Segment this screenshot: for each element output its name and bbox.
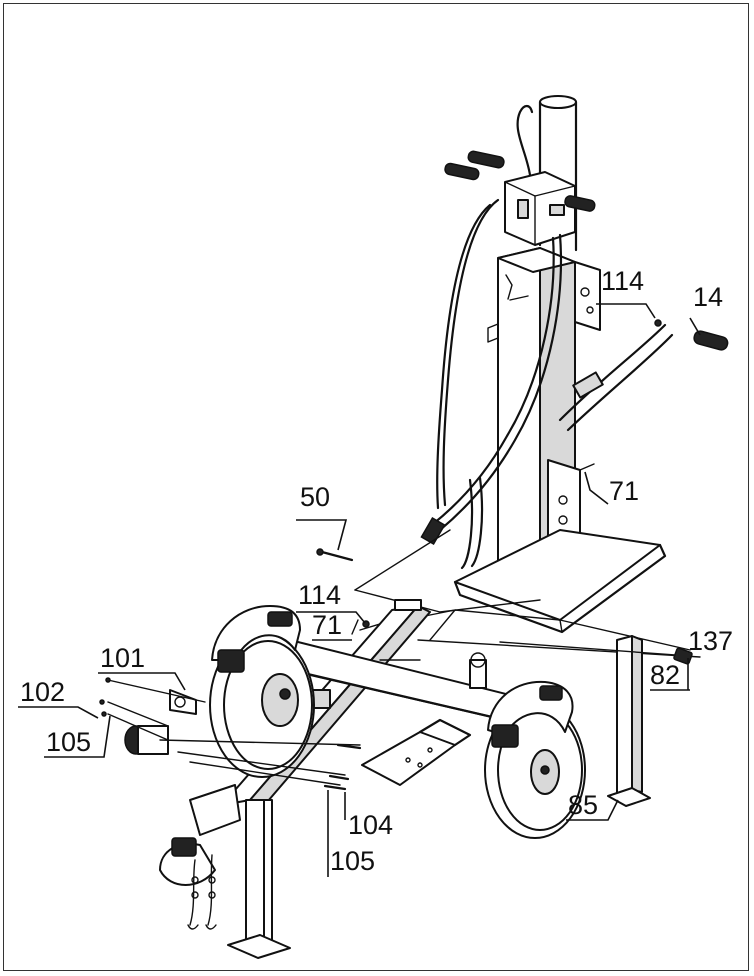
callout-71-upper: 71 — [609, 476, 640, 506]
callout-137: 137 — [688, 626, 734, 656]
support-stand — [607, 635, 651, 807]
foot-plate — [453, 529, 667, 634]
front-jack-stand — [227, 799, 291, 959]
valve-block — [444, 104, 596, 246]
callout-50: 50 — [300, 482, 331, 512]
hydraulic-hoses — [420, 198, 563, 570]
callout-leaders — [18, 303, 701, 877]
pins-and-fasteners — [316, 548, 693, 665]
diagram-frame — [3, 3, 749, 971]
callout-114-upper: 114 — [601, 266, 645, 296]
callout-114-lower: 114 — [298, 580, 342, 610]
control-lever — [558, 319, 729, 432]
callout-105-left: 105 — [46, 727, 92, 757]
control-plate — [574, 261, 601, 331]
callout-102: 102 — [20, 677, 66, 707]
callout-85: 85 — [568, 790, 599, 820]
callout-82: 82 — [650, 660, 681, 690]
hitch-coupler — [159, 784, 241, 930]
callout-14: 14 — [693, 282, 724, 312]
log-tray — [361, 718, 472, 786]
callout-105-lower: 105 — [330, 846, 376, 876]
right-fender — [487, 680, 574, 748]
callout-104: 104 — [348, 810, 394, 840]
callout-71-lower: 71 — [312, 610, 343, 640]
callout-101: 101 — [100, 643, 146, 673]
left-fender — [211, 605, 301, 673]
light-assembly — [99, 677, 206, 755]
bolt-set — [159, 739, 362, 791]
